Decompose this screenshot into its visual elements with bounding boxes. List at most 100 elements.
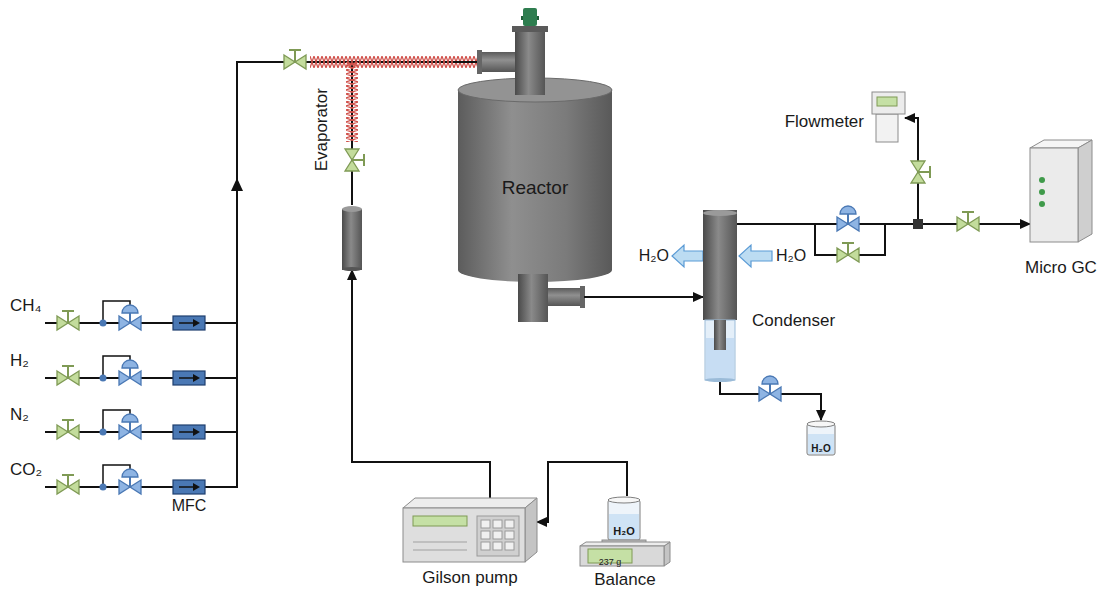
evaporator-tube-shape	[342, 205, 362, 270]
pump-key	[481, 520, 490, 528]
pump-side	[525, 498, 537, 562]
cooling-water-arrow	[739, 245, 772, 267]
text-holder: H₂	[10, 351, 29, 371]
pump-unit-shape	[403, 498, 537, 562]
evaporator-body	[342, 209, 362, 270]
condenser-label: Condenser	[752, 311, 835, 331]
condenser-glass	[705, 320, 735, 380]
beaker-water	[808, 434, 834, 454]
pump-key	[505, 531, 514, 539]
pump-top	[403, 498, 537, 508]
text-holder: Gilson pump	[422, 568, 517, 588]
balance-unit: H₂O237 gBalance	[578, 496, 672, 568]
gas-feed-line	[45, 410, 238, 439]
beaker-glass	[608, 500, 640, 540]
hand-valve	[284, 50, 306, 69]
actuator	[523, 8, 537, 26]
beaker-rim	[807, 421, 835, 427]
text-holder: MFC	[172, 497, 207, 515]
reactor-vessel: Reactor	[455, 8, 615, 322]
hand-valve	[345, 149, 364, 171]
pump-key	[493, 520, 502, 528]
top-fitting	[515, 26, 545, 95]
micro-gc-unit: Micro GC	[1030, 140, 1092, 242]
pump-key	[481, 531, 490, 539]
evaporator-label: Evaporator	[312, 88, 332, 171]
condenser-top	[703, 210, 737, 216]
gas-feed-line	[45, 301, 238, 330]
gas-label: CO₂	[10, 460, 42, 480]
text-holder: CO₂	[10, 460, 42, 480]
pump-key	[481, 542, 490, 550]
balance-unit-drawing	[580, 497, 670, 566]
outlet-fitting	[518, 274, 548, 322]
flowmeter-display	[877, 97, 897, 106]
flowmeter-icon-drawing	[872, 92, 905, 142]
micro-gc-unit-shape	[1030, 140, 1092, 242]
pump-front	[403, 508, 525, 562]
flowmeter-head	[872, 92, 905, 114]
outlet-pipe	[584, 296, 616, 298]
condenser-column: Condenser	[703, 210, 737, 382]
pump-key	[505, 542, 514, 550]
flowmeter-icon-shape	[872, 92, 905, 142]
display-reading: 237 g	[599, 557, 622, 567]
hand-valve	[957, 212, 979, 231]
gas-manifold	[231, 61, 353, 488]
condenser-inner-tube	[714, 320, 726, 350]
pump-display	[413, 516, 467, 526]
text-holder: CH₄	[10, 296, 42, 316]
gas-label: CH₄	[10, 296, 42, 316]
text-holder: H₂O	[639, 247, 669, 265]
collection-beaker-drawing	[807, 421, 835, 455]
balance-body	[580, 546, 664, 566]
flowmeter-label: Flowmeter	[785, 112, 864, 132]
text-holder: Reactor	[502, 177, 569, 199]
condenser-jacket	[703, 210, 737, 320]
tee-junction	[913, 219, 923, 229]
heat-tracing	[310, 56, 480, 68]
pump-panel-line	[413, 542, 467, 543]
text-holder: Condenser	[752, 311, 835, 331]
gas-manifold	[231, 178, 243, 191]
control-valve	[759, 376, 781, 401]
text-holder: H₂O	[776, 247, 806, 265]
connector-group	[352, 62, 1030, 522]
hand-valve	[837, 243, 859, 262]
coolant-label: H₂O	[776, 247, 806, 265]
pump-key	[493, 531, 502, 539]
evaporator-tube: Evaporator	[342, 205, 362, 270]
gc-side	[1078, 140, 1092, 242]
text-holder: Balance	[594, 570, 655, 590]
hand-valve	[911, 161, 930, 183]
gas-feed-line	[45, 465, 238, 494]
evaporator-bottom	[342, 267, 362, 271]
beaker-rim	[608, 497, 640, 503]
beaker-glass	[807, 424, 835, 455]
condenser-bottom	[705, 378, 735, 382]
pump-keypad	[477, 516, 519, 556]
balance-top	[580, 542, 670, 546]
inlet-port-cap	[477, 50, 482, 74]
gc-indicator	[1039, 189, 1045, 195]
text-holder: Evaporator	[280, 120, 363, 140]
text-holder: H₂O	[613, 521, 634, 539]
reactor-label: Reactor	[502, 177, 569, 199]
cooling-water-arrow	[672, 245, 703, 267]
beaker-label: H₂O	[811, 443, 830, 455]
condenser-column-drawing	[703, 210, 737, 382]
gc-front	[1030, 148, 1078, 242]
inlet-port	[480, 52, 516, 72]
flow-line	[352, 270, 490, 498]
text-holder: H₂O	[811, 438, 830, 456]
collection-beaker: H₂O	[803, 420, 839, 456]
micro-gc-unit-drawing	[1030, 140, 1092, 242]
balance-label: Balance	[594, 570, 655, 590]
gas-label: N₂	[10, 405, 29, 425]
text-holder: Micro GC	[1025, 258, 1097, 278]
pump-unit: Gilson pump	[403, 498, 537, 562]
evaporator-top	[342, 206, 362, 212]
flow-line	[352, 62, 455, 205]
bypass-line	[815, 224, 885, 255]
